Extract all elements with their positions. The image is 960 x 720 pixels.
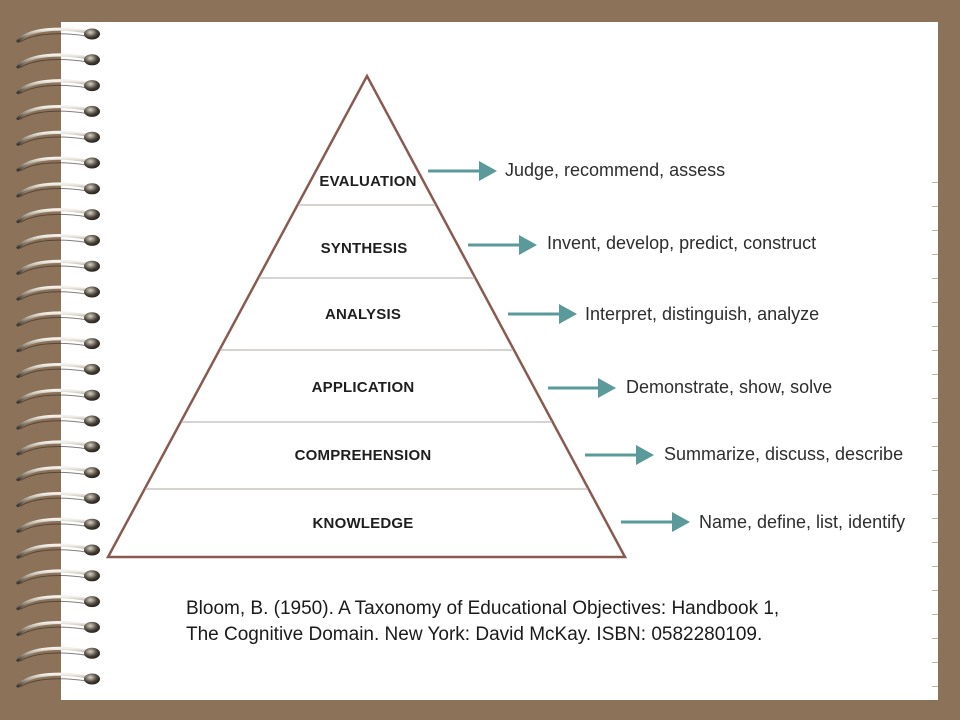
spiral-coil — [16, 492, 100, 507]
verbs-knowledge: Name, define, list, identify — [699, 512, 906, 532]
citation-line-1: Bloom, B. (1950). A Taxonomy of Educatio… — [186, 598, 780, 619]
verbs-synthesis: Invent, develop, predict, construct — [547, 233, 817, 253]
spiral-coil — [16, 363, 100, 378]
level-label-evaluation: EVALUATION — [319, 173, 417, 190]
arrow-icon — [428, 161, 497, 181]
level-label-knowledge: KNOWLEDGE — [312, 515, 414, 532]
citation-line-2: The Cognitive Domain. New York: David Mc… — [186, 624, 763, 645]
arrow-icon — [585, 445, 654, 465]
level-label-synthesis: SYNTHESIS — [320, 240, 408, 257]
spiral-coil — [16, 105, 100, 120]
page-edge-ticks — [932, 182, 938, 692]
spiral-coil — [16, 569, 100, 585]
verbs-application: Demonstrate, show, solve — [626, 377, 833, 397]
pyramid-dividers — [145, 204, 588, 490]
arrows — [428, 161, 690, 532]
spiral-coil — [16, 517, 100, 533]
spiral-coil — [16, 595, 100, 611]
spiral-coil — [16, 543, 100, 559]
spiral-coil — [16, 621, 100, 636]
spiral-coil — [16, 388, 100, 404]
level-label-application: APPLICATION — [311, 379, 415, 396]
spiral-coil — [16, 27, 100, 43]
spiral-coil — [16, 285, 100, 301]
spiral-coil — [16, 414, 100, 430]
verbs-comprehension: Summarize, discuss, describe — [664, 444, 904, 464]
spiral-coil — [16, 53, 100, 69]
spiral-coil — [16, 672, 100, 688]
spiral-coil — [16, 646, 100, 662]
arrow-icon — [468, 235, 537, 255]
spiral-coil — [16, 259, 100, 275]
spiral-coil — [16, 79, 100, 95]
spiral-coil — [16, 130, 100, 146]
level-label-comprehension: COMPREHENSION — [294, 447, 432, 464]
spiral-coil — [16, 182, 100, 198]
arrow-icon — [508, 304, 577, 324]
spiral-coil — [16, 311, 100, 327]
arrow-icon — [548, 378, 616, 398]
spiral-coil — [16, 156, 100, 172]
spiral-coil — [16, 337, 100, 353]
level-label-analysis: ANALYSIS — [324, 306, 402, 323]
spiral-coil — [16, 440, 100, 456]
citation: Bloom, B. (1950). A Taxonomy of Educatio… — [186, 596, 906, 648]
arrow-icon — [621, 512, 690, 532]
verbs-evaluation: Judge, recommend, assess — [505, 160, 726, 180]
spiral-binding — [16, 27, 100, 688]
verbs-analysis: Interpret, distinguish, analyze — [585, 304, 820, 324]
spiral-coil — [16, 466, 100, 482]
spiral-coil — [16, 234, 100, 249]
spiral-coil — [16, 208, 100, 224]
pyramid-outline — [105, 73, 628, 559]
